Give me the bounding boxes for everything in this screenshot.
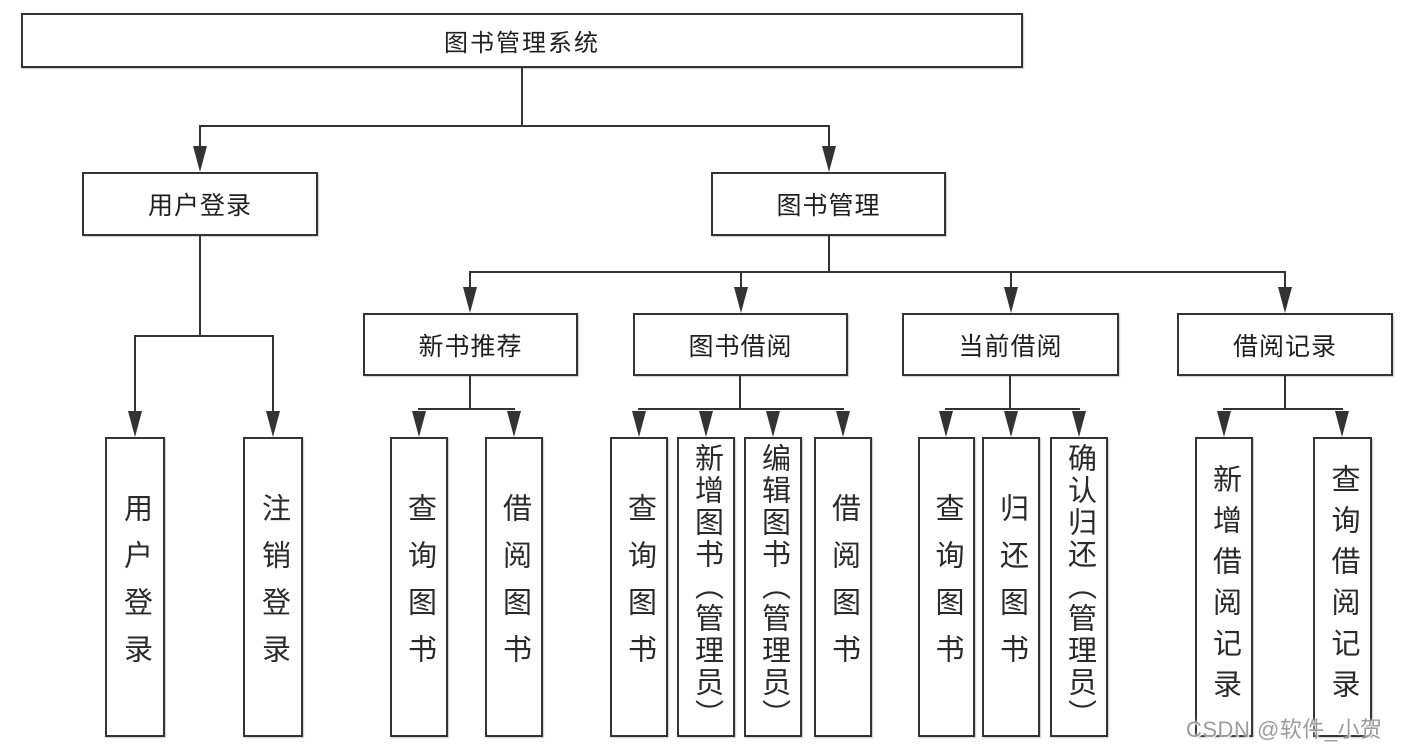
arrow-down-icon — [699, 411, 713, 437]
arrow-down-icon — [412, 411, 426, 437]
leaf-edit-book-admin: 编辑图书（管理员） — [744, 437, 802, 737]
node-borrow-records: 借阅记录 — [1177, 313, 1393, 376]
leaf-add-borrow-record: 新增借阅记录 — [1195, 437, 1253, 737]
connector-line — [1223, 408, 1343, 410]
arrow-down-icon — [1335, 411, 1349, 437]
arrow-down-icon — [1004, 287, 1018, 313]
connector-line — [469, 271, 471, 289]
node-root-library-system: 图书管理系统 — [21, 13, 1023, 68]
leaf-recommend-query-book: 查询图书 — [390, 437, 448, 737]
leaf-confirm-return-admin-label: 确认归还（管理员） — [1063, 443, 1096, 731]
connector-line — [199, 125, 201, 148]
arrow-down-icon — [507, 411, 521, 437]
node-book-borrow: 图书借阅 — [633, 313, 848, 376]
connector-line — [828, 236, 830, 273]
arrow-down-icon — [766, 411, 780, 437]
connector-line — [134, 335, 274, 337]
node-user-login: 用户登录 — [82, 172, 318, 236]
connector-line — [1009, 376, 1011, 410]
connector-line — [638, 408, 844, 410]
arrow-down-icon — [463, 287, 477, 313]
leaf-recommend-borrow-book: 借阅图书 — [485, 437, 543, 737]
arrow-down-icon — [632, 411, 646, 437]
connector-line — [469, 376, 471, 410]
leaf-return-book-label: 归还图书 — [995, 493, 1028, 681]
arrow-down-icon — [128, 411, 142, 437]
connector-line — [739, 376, 741, 410]
leaf-borrow-borrow-book-label: 借阅图书 — [827, 493, 860, 681]
leaf-borrow-query-book: 查询图书 — [610, 437, 668, 737]
leaf-borrow-borrow-book: 借阅图书 — [814, 437, 872, 737]
csdn-watermark: CSDN @软件_小贺同学 — [1186, 717, 1383, 742]
arrow-down-icon — [734, 287, 748, 313]
leaf-add-book-admin-label: 新增图书（管理员） — [690, 443, 723, 731]
arrow-down-icon — [1004, 411, 1018, 437]
leaf-user-login: 用户登录 — [105, 437, 165, 737]
leaf-logout-label: 注销登录 — [257, 493, 290, 681]
leaf-return-book: 归还图书 — [982, 437, 1040, 737]
connector-line — [945, 408, 1080, 410]
connector-line — [199, 125, 830, 127]
leaf-user-login-label: 用户登录 — [119, 493, 152, 681]
leaf-current-query-book-label: 查询图书 — [931, 493, 963, 681]
arrow-down-icon — [939, 411, 953, 437]
arrow-down-icon — [1072, 411, 1086, 437]
connector-line — [1284, 376, 1286, 410]
connector-line — [469, 271, 1286, 273]
arrow-down-icon — [822, 146, 836, 172]
leaf-logout: 注销登录 — [243, 437, 303, 737]
leaf-recommend-query-book-label: 查询图书 — [403, 493, 436, 681]
arrow-down-icon — [1278, 287, 1292, 313]
leaf-borrow-query-book-label: 查询图书 — [623, 493, 656, 681]
connector-line — [1284, 271, 1286, 289]
leaf-query-borrow-record-label: 查询借阅记录 — [1327, 464, 1359, 710]
arrow-down-icon — [193, 146, 207, 172]
leaf-current-query-book: 查询图书 — [918, 437, 975, 737]
leaf-add-book-admin: 新增图书（管理员） — [677, 437, 735, 737]
node-current-borrow: 当前借阅 — [902, 313, 1119, 376]
connector-line — [1010, 271, 1012, 289]
node-book-management: 图书管理 — [711, 172, 946, 236]
connector-line — [134, 335, 136, 413]
leaf-add-borrow-record-label: 新增借阅记录 — [1208, 464, 1241, 710]
leaf-confirm-return-admin: 确认归还（管理员） — [1050, 437, 1108, 737]
arrow-down-icon — [836, 411, 850, 437]
connector-line — [272, 335, 274, 413]
node-new-book-recommend: 新书推荐 — [363, 313, 578, 376]
connector-line — [199, 236, 201, 337]
arrow-down-icon — [1217, 411, 1231, 437]
connector-line — [418, 408, 515, 410]
arrow-down-icon — [266, 411, 280, 437]
connector-line — [740, 271, 742, 289]
leaf-query-borrow-record: 查询借阅记录 — [1313, 437, 1372, 737]
connector-line — [521, 68, 523, 127]
leaf-recommend-borrow-book-label: 借阅图书 — [498, 493, 531, 681]
connector-line — [828, 125, 830, 148]
leaf-edit-book-admin-label: 编辑图书（管理员） — [757, 443, 790, 731]
